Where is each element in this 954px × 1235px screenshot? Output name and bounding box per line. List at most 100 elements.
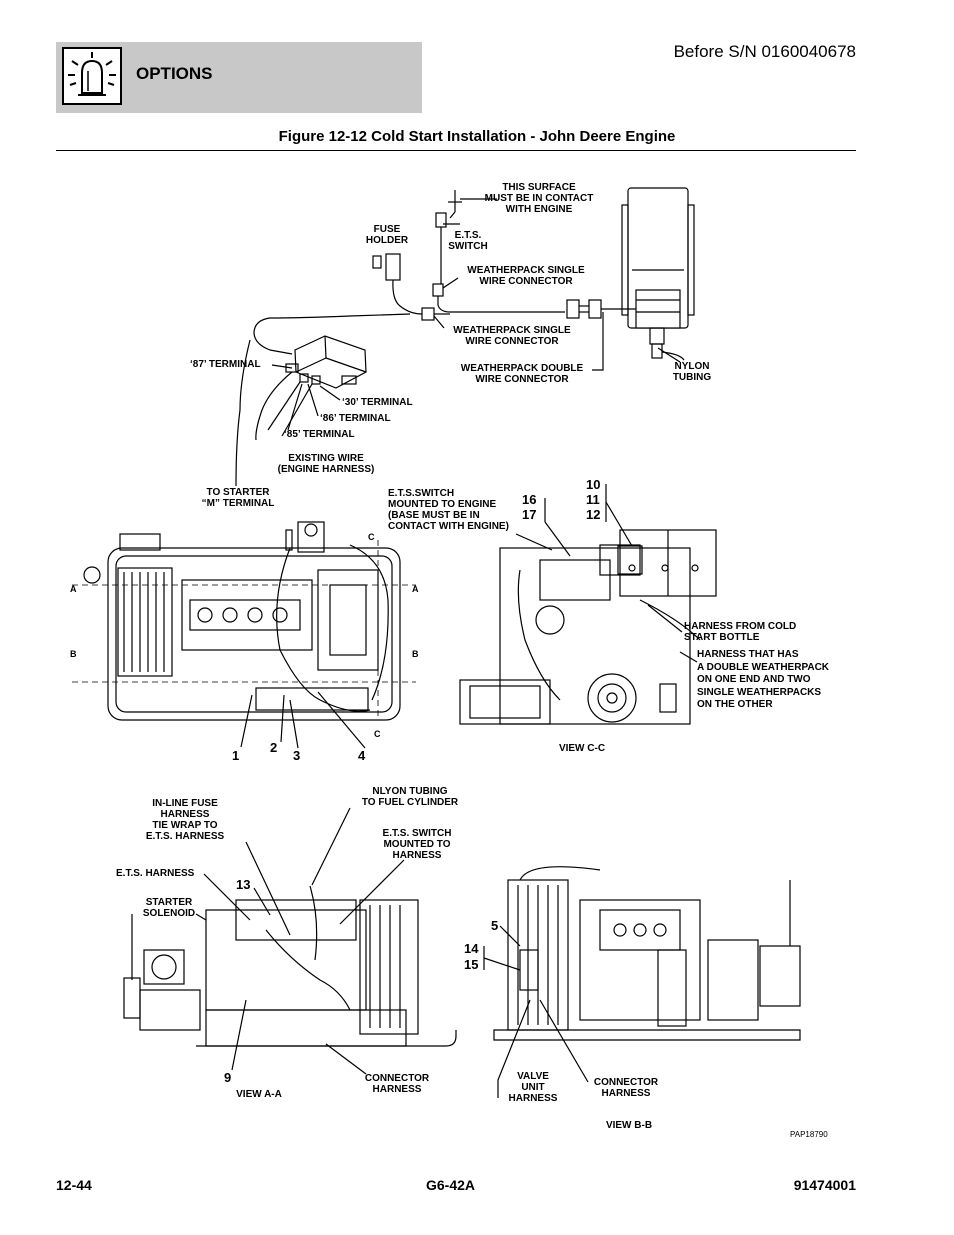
label-weatherpack-single-1: WEATHERPACK SINGLE WIRE CONNECTOR	[456, 265, 596, 287]
label-line: SOLENOID	[142, 908, 196, 919]
view-bb-illustration	[493, 866, 801, 1041]
label-line: WIRE CONNECTOR	[475, 374, 569, 385]
label-line: HARNESS	[160, 809, 210, 820]
callout-10: 10	[586, 477, 601, 492]
label-nlyon-tubing: NLYON TUBING TO FUEL CYLINDER	[354, 786, 466, 808]
callout-13: 13	[236, 877, 251, 892]
callout-2: 2	[270, 740, 278, 755]
callout-4: 4	[358, 748, 366, 763]
cold-start-bottle-illustration	[621, 187, 695, 361]
section-marker-b-left: B	[70, 649, 77, 659]
label-line: E.T.S. SWITCH	[382, 828, 452, 839]
label-line: HARNESS	[601, 1088, 651, 1099]
label-harness-double: HARNESS THAT HAS A DOUBLE WEATHERPACK ON…	[697, 649, 829, 712]
label-line: TIE WRAP TO	[152, 820, 218, 831]
label-ets-harness: E.T.S. HARNESS	[116, 868, 195, 879]
label-terminal-85: ‘85’ TERMINAL	[284, 429, 355, 440]
section-marker-b-right: B	[412, 649, 419, 659]
label-line: HARNESS	[372, 1084, 422, 1095]
figure-title: Figure 12-12 Cold Start Installation - J…	[278, 128, 676, 145]
section-marker-a-left: A	[70, 584, 77, 594]
label-terminal-86: ‘86’ TERMINAL	[320, 413, 391, 424]
label-line: CONNECTOR	[364, 1073, 430, 1084]
engine-top-view-illustration	[83, 521, 401, 721]
label-line: E.T.S.	[454, 230, 482, 241]
relay-illustration	[285, 335, 367, 389]
document-number: 91474001	[793, 1177, 856, 1193]
label-inline-fuse: IN-LINE FUSE HARNESS TIE WRAP TO E.T.S. …	[132, 798, 238, 842]
label-weatherpack-double: WEATHERPACK DOUBLE WIRE CONNECTOR	[450, 363, 594, 385]
label-line: EXISTING WIRE	[288, 453, 364, 464]
label-line: E.T.S.SWITCH	[388, 488, 455, 499]
callout-16: 16	[522, 492, 537, 507]
label-line: TO FUEL CYLINDER	[361, 797, 459, 808]
label-fuse-holder: FUSE HOLDER	[358, 224, 416, 246]
callout-17: 17	[522, 507, 537, 522]
label-line: VALVE	[517, 1071, 549, 1082]
label-line: (ENGINE HARNESS)	[277, 464, 375, 475]
label-line: HARNESS FROM COLD	[684, 621, 797, 632]
section-marker-a-right: A	[412, 584, 419, 594]
figure-code: PAP18790	[790, 1130, 828, 1139]
label-line: THIS SURFACE	[502, 182, 576, 193]
label-connector-harness-bb: CONNECTOR HARNESS	[584, 1077, 668, 1099]
label-terminal-87: ‘87’ TERMINAL	[190, 359, 261, 370]
label-line: ON ONE END AND TWO	[697, 674, 811, 685]
page-number: 12-44	[56, 1177, 92, 1193]
label-line: (BASE MUST BE IN	[388, 510, 480, 521]
label-line: MOUNTED TO	[383, 839, 451, 850]
label-line: STARTER	[145, 897, 193, 908]
callout-3: 3	[293, 748, 301, 763]
label-line: E.T.S. HARNESS	[145, 831, 225, 842]
label-line: HARNESS	[392, 850, 442, 861]
label-line: MUST BE IN CONTACT	[484, 193, 594, 204]
view-cc-illustration	[459, 529, 717, 725]
label-line: CONTACT WITH ENGINE)	[388, 521, 509, 532]
label-line: ON THE OTHER	[697, 699, 773, 710]
label-weatherpack-single-2: WEATHERPACK SINGLE WIRE CONNECTOR	[442, 325, 582, 347]
section-marker-c-bottom: C	[374, 729, 381, 739]
label-line: START BOTTLE	[684, 632, 760, 643]
label-line: “M” TERMINAL	[201, 498, 275, 509]
label-line: FUSE	[373, 224, 401, 235]
title-divider	[56, 150, 856, 151]
callout-9: 9	[224, 1070, 232, 1085]
label-line: HOLDER	[365, 235, 409, 246]
label-valve-unit-harness: VALVE UNIT HARNESS	[500, 1071, 566, 1104]
label-line: HARNESS THAT HAS	[697, 649, 799, 660]
caption-view-bb: VIEW B-B	[605, 1120, 653, 1131]
label-harness-from-bottle: HARNESS FROM COLD START BOTTLE	[684, 621, 796, 643]
label-line: WIRE CONNECTOR	[479, 276, 573, 287]
section-marker-c-top: C	[368, 532, 375, 542]
label-line: WEATHERPACK SINGLE	[453, 325, 571, 336]
beacon-light-icon	[62, 47, 122, 105]
callout-15: 15	[464, 957, 479, 972]
model-number: G6-42A	[426, 1177, 476, 1193]
label-line: WEATHERPACK DOUBLE	[460, 363, 584, 374]
label-existing-wire: EXISTING WIRE (ENGINE HARNESS)	[266, 453, 386, 475]
label-line: IN-LINE FUSE	[152, 798, 218, 809]
label-connector-harness-aa: CONNECTOR HARNESS	[352, 1073, 442, 1095]
label-line: WITH ENGINE	[505, 204, 573, 215]
label-line: NYLON	[674, 361, 710, 372]
label-line: MOUNTED TO ENGINE	[388, 499, 497, 510]
label-line: CONNECTOR	[593, 1077, 659, 1088]
label-ets-switch-mounted: E.T.S. SWITCH MOUNTED TO HARNESS	[372, 828, 462, 861]
section-title: OPTIONS	[136, 64, 213, 83]
label-line: UNIT	[521, 1082, 545, 1093]
label-nylon-tubing: NYLON TUBING	[664, 361, 720, 383]
serial-number-note: Before S/N 0160040678	[673, 42, 856, 61]
label-this-surface: THIS SURFACE MUST BE IN CONTACT WITH ENG…	[478, 182, 600, 215]
label-line: NLYON TUBING	[372, 786, 448, 797]
callout-12: 12	[586, 507, 601, 522]
caption-view-aa: VIEW A-A	[236, 1089, 282, 1100]
label-to-starter: TO STARTER “M” TERMINAL	[188, 487, 288, 509]
label-ets-switch: E.T.S. SWITCH	[440, 230, 496, 252]
callout-11: 11	[586, 492, 600, 507]
label-line: SINGLE WEATHERPACKS	[697, 686, 822, 698]
label-line: HARNESS	[508, 1093, 558, 1104]
callout-5: 5	[491, 918, 499, 933]
callout-1: 1	[232, 748, 240, 763]
label-line: WEATHERPACK SINGLE	[467, 265, 585, 276]
